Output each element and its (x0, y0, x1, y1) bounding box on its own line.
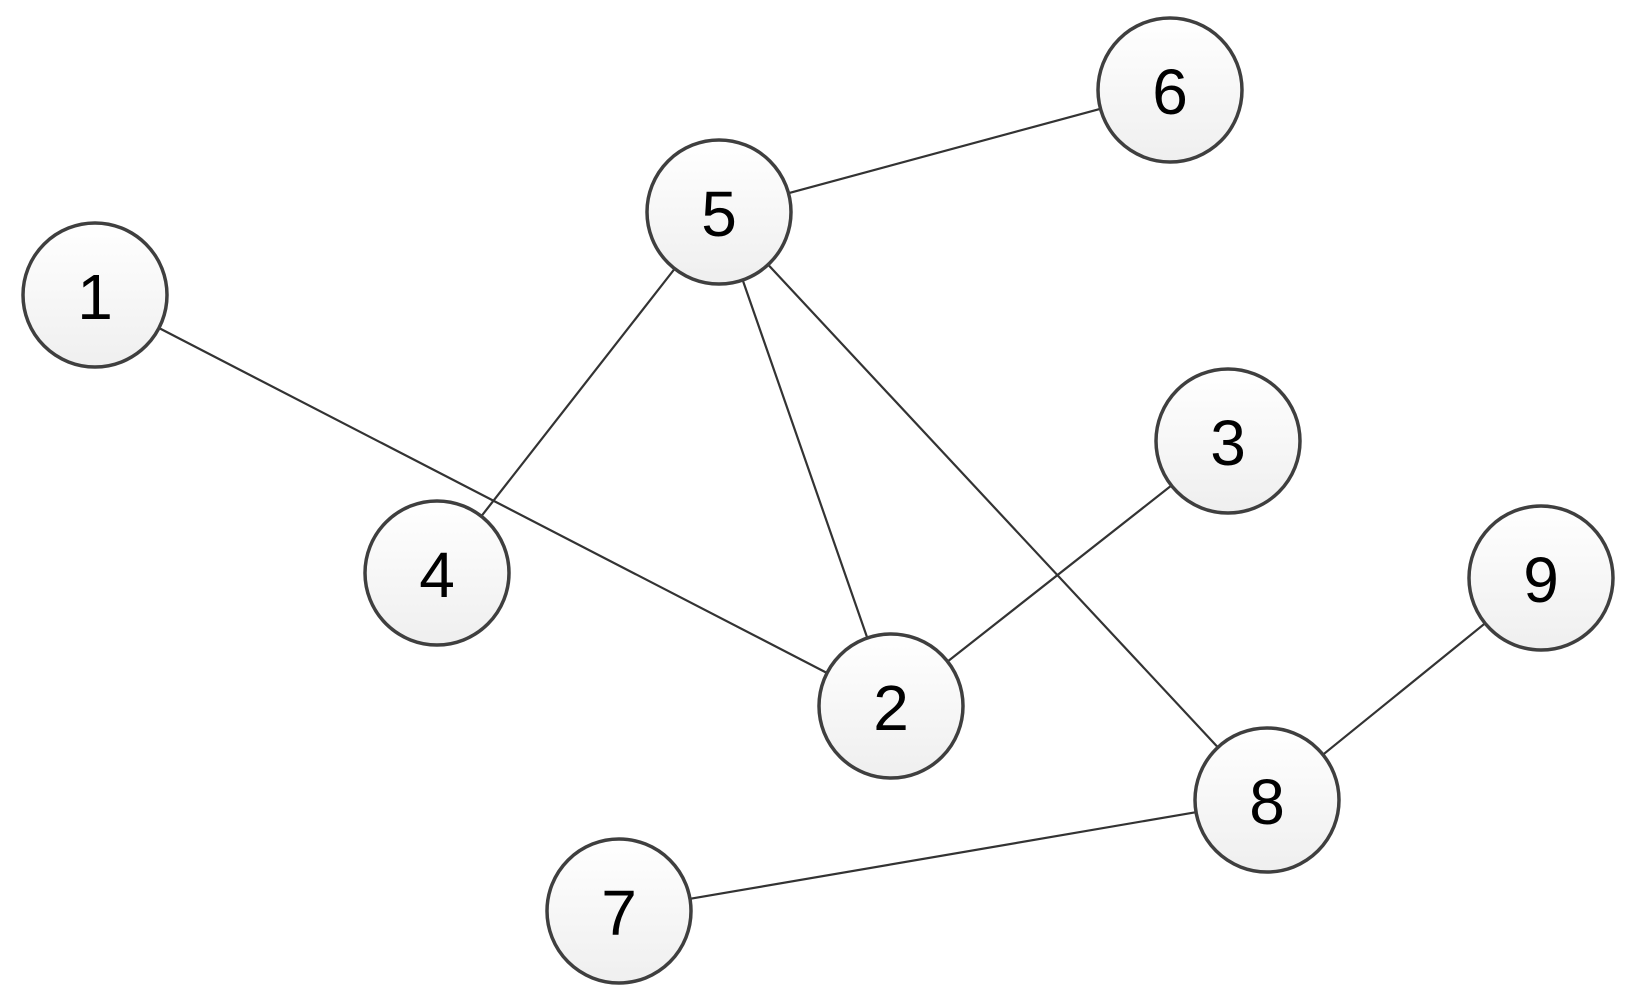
edge-1-2 (158, 327, 828, 674)
node-8: 8 (1193, 726, 1341, 874)
node-label-4: 4 (419, 539, 455, 611)
node-label-7: 7 (601, 877, 637, 949)
node-circle-6 (1096, 16, 1244, 164)
node-label-9: 9 (1523, 544, 1559, 616)
node-1: 1 (21, 221, 169, 369)
node-circle-7 (545, 837, 693, 985)
edge-3-2 (946, 484, 1173, 663)
node-label-2: 2 (873, 672, 909, 744)
edge-9-8 (1322, 622, 1486, 756)
edge-5-4 (480, 268, 676, 517)
node-label-3: 3 (1210, 407, 1246, 479)
node-label-8: 8 (1249, 766, 1285, 838)
edge-7-8 (689, 811, 1197, 900)
node-4: 4 (363, 499, 511, 647)
edges-layer (158, 107, 1486, 900)
node-label-6: 6 (1152, 56, 1188, 128)
node-circle-9 (1467, 504, 1615, 652)
edge-5-6 (788, 107, 1101, 195)
node-5: 5 (645, 138, 793, 286)
node-label-5: 5 (701, 178, 737, 250)
node-circle-2 (817, 632, 965, 780)
node-label-1: 1 (77, 261, 113, 333)
node-3: 3 (1154, 367, 1302, 515)
node-circle-8 (1193, 726, 1341, 874)
nodes-layer: 1 2 3 4 5 6 7 8 9 (21, 16, 1615, 985)
node-9: 9 (1467, 504, 1615, 652)
node-circle-3 (1154, 367, 1302, 515)
node-circle-4 (363, 499, 511, 647)
node-7: 7 (545, 837, 693, 985)
edge-5-8 (767, 263, 1219, 749)
node-circle-5 (645, 138, 793, 286)
node-circle-1 (21, 221, 169, 369)
edge-5-2 (741, 279, 869, 639)
node-2: 2 (817, 632, 965, 780)
node-6: 6 (1096, 16, 1244, 164)
